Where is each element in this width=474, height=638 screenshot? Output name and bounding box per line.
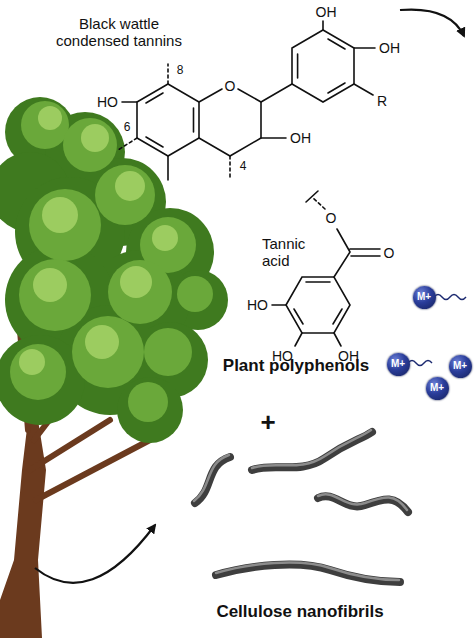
position-number: 4 (239, 160, 248, 172)
metal-ion: M+ (387, 353, 410, 376)
atom-label: OH (378, 41, 401, 55)
ion-label: M+ (391, 359, 405, 369)
plus-sign: + (260, 409, 275, 435)
wave-line (408, 361, 432, 366)
curved-arrow (35, 525, 155, 583)
atom-label: HO (96, 95, 119, 109)
position-number: 6 (123, 121, 132, 133)
section-title: Plant polyphenols (223, 356, 369, 376)
structure-caption: Tannic acid (262, 235, 322, 270)
atom-label: OH (289, 131, 312, 145)
metal-ion: M+ (413, 286, 436, 309)
curved-arrow (400, 10, 464, 36)
metal-ion: M+ (426, 377, 449, 400)
atom-label: O (383, 246, 396, 260)
nanofibrils (194, 430, 408, 582)
atom-label: O (224, 79, 237, 93)
structure-caption: Black wattle condensed tannins (44, 15, 194, 50)
atom-label: HO (246, 298, 269, 312)
position-number: 8 (176, 64, 185, 76)
ion-label: M+ (417, 292, 431, 302)
tree (0, 97, 228, 638)
atom-label: OH (315, 5, 338, 19)
atom-label: O (325, 211, 338, 225)
ion-label: M+ (453, 361, 467, 371)
metal-ion: M+ (449, 355, 472, 378)
atom-label: R (376, 94, 388, 108)
ion-label: M+ (430, 383, 444, 393)
wave-line (434, 295, 466, 300)
section-title: Cellulose nanofibrils (216, 602, 383, 622)
